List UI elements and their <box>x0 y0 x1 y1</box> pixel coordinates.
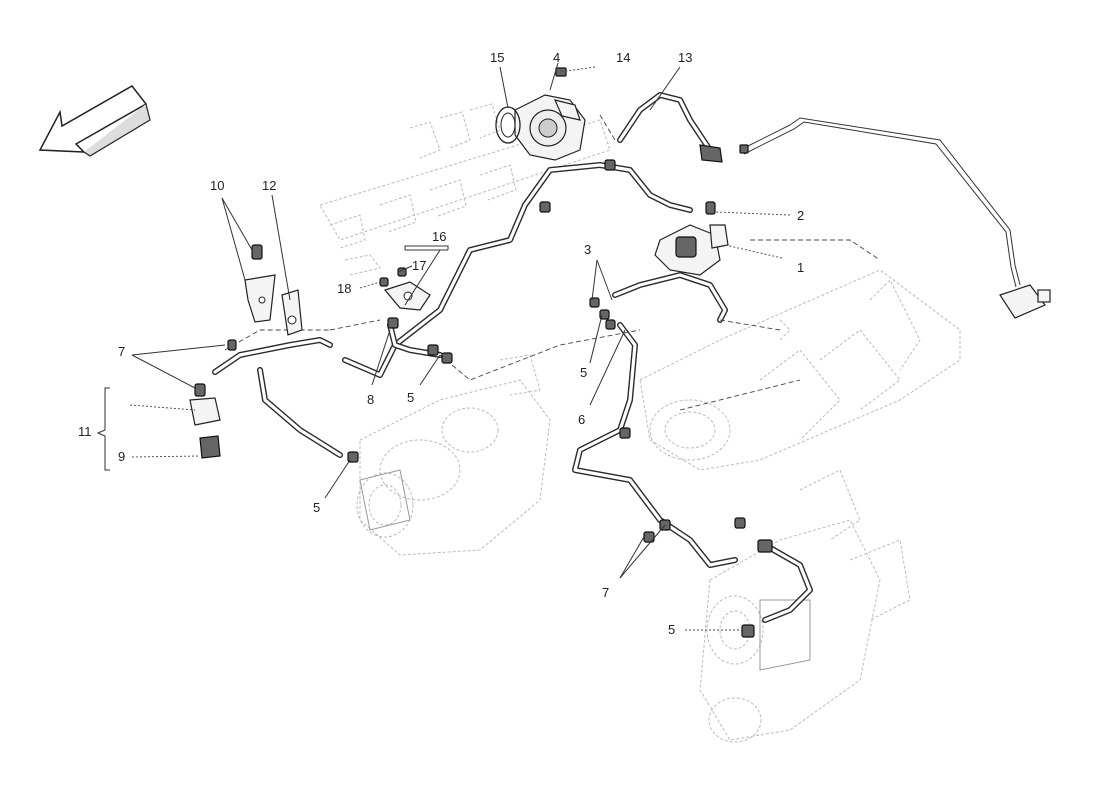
callout-6: 6 <box>578 412 585 427</box>
callout-5-bottom: 5 <box>313 500 320 515</box>
right-turbocharger-outline <box>699 469 911 743</box>
callout-16: 16 <box>432 229 446 244</box>
callout-7-bottom: 7 <box>602 585 609 600</box>
pipe-right-turbo <box>762 542 813 623</box>
bracket-16 <box>383 281 431 311</box>
callout-10: 10 <box>210 178 224 193</box>
vacuum-pipe-13 <box>617 92 723 163</box>
callout-leaders <box>129 62 791 631</box>
cylinder-head-outline <box>319 103 611 276</box>
callout-14: 14 <box>616 50 630 65</box>
callout-5-center: 5 <box>580 365 587 380</box>
callout-8: 8 <box>367 392 374 407</box>
intake-manifold-outline <box>639 269 961 471</box>
callout-labels: 1 2 3 4 5 5 5 5 6 7 7 8 9 10 11 12 13 14… <box>78 50 804 637</box>
callout-11: 11 <box>78 424 92 439</box>
sensor-wiring-harness <box>739 117 1051 319</box>
callout-15: 15 <box>490 50 504 65</box>
callout-7-left: 7 <box>118 344 125 359</box>
pressure-sensor-1 <box>654 224 729 276</box>
callout-17: 17 <box>412 258 426 273</box>
callout-13: 13 <box>678 50 692 65</box>
callout-1: 1 <box>797 260 804 275</box>
callout-9: 9 <box>118 449 125 464</box>
callout-18: 18 <box>337 281 351 296</box>
pipe-6 <box>572 322 738 568</box>
callout-12: 12 <box>262 178 276 193</box>
vacuum-pump <box>514 94 586 161</box>
direction-arrow-icon <box>38 85 151 157</box>
left-turbocharger-outline <box>356 354 551 556</box>
fasteners <box>227 67 773 638</box>
bracket-12 <box>281 289 303 336</box>
callout-5-right: 5 <box>668 622 675 637</box>
callout-2: 2 <box>797 208 804 223</box>
bracket-10 <box>244 244 276 323</box>
bracket-brace-11 <box>96 387 110 471</box>
bracket-11 <box>189 383 221 459</box>
callout-3: 3 <box>584 242 591 257</box>
callout-4: 4 <box>553 50 560 65</box>
assembly-guide-lines <box>224 114 881 411</box>
bracket-brace-16 <box>404 245 449 250</box>
pipe-8 <box>387 322 443 358</box>
pipe-left-turbo <box>212 337 343 458</box>
pipe-3 <box>612 272 728 323</box>
callout-5-left: 5 <box>407 390 414 405</box>
